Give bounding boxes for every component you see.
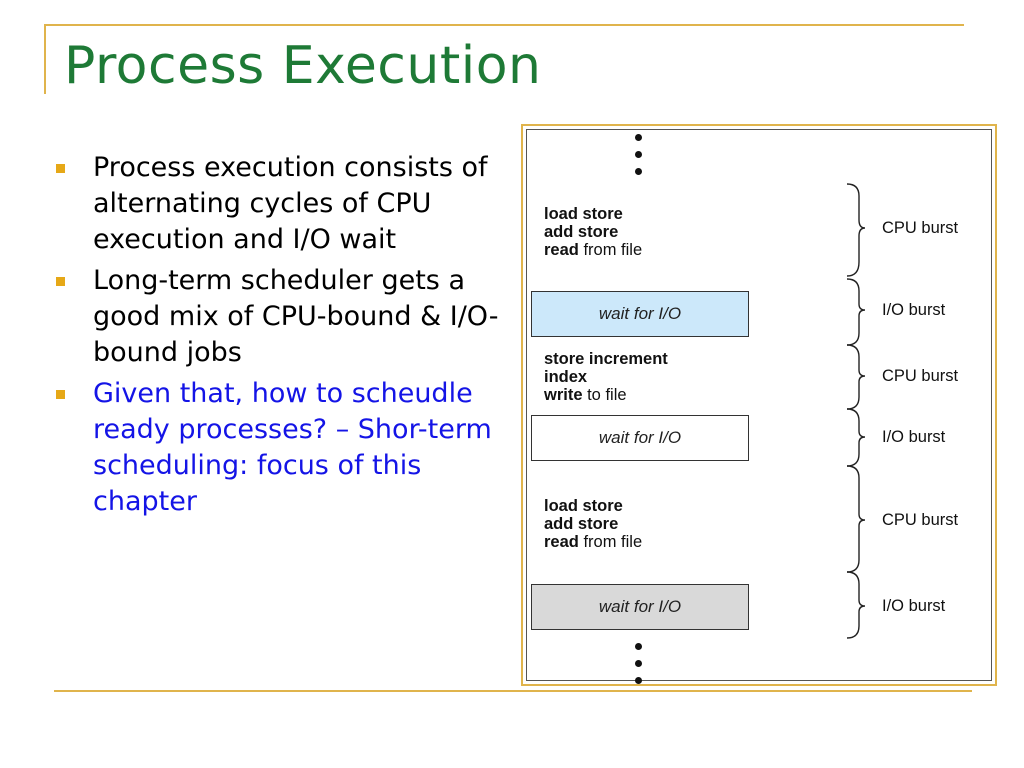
square-bullet-icon — [56, 390, 65, 399]
io-wait-box: wait for I/O — [531, 415, 749, 461]
frame-bottom-line — [54, 690, 972, 692]
io-wait-box: wait for I/O — [531, 291, 749, 337]
burst-brackets — [846, 183, 866, 639]
cpu-burst-brace — [846, 465, 866, 573]
bullet-item: Long-term scheduler gets a good mix of C… — [56, 263, 526, 371]
cpu-burst-brace — [846, 344, 866, 410]
slide-title: Process Execution — [64, 36, 542, 96]
cpu-burst-label: CPU burst — [882, 219, 959, 237]
io-wait-box: wait for I/O — [531, 584, 749, 630]
ellipsis-dot — [635, 168, 642, 175]
io-burst-brace — [846, 278, 866, 346]
cpu-burst-brace — [846, 183, 866, 277]
ellipsis-dot — [635, 151, 642, 158]
cpu-code-block: store increment index write to file — [544, 350, 668, 404]
io-burst-label: I/O burst — [882, 597, 946, 615]
bullet-list: Process execution consists of alternatin… — [56, 150, 526, 525]
io-burst-brace — [846, 571, 866, 639]
io-burst-label: I/O burst — [882, 428, 946, 446]
bullet-item: Process execution consists of alternatin… — [56, 150, 526, 258]
bullet-item: Given that, how to scheudle ready proces… — [56, 376, 526, 520]
ellipsis-dot — [635, 677, 642, 684]
burst-diagram: load store add store read from file wait… — [521, 124, 997, 686]
cpu-code-block: load store add store read from file — [544, 205, 643, 259]
diagram-inner-border: load store add store read from file wait… — [526, 129, 992, 684]
bullet-text: Given that, how to scheudle ready proces… — [93, 378, 492, 517]
bullet-text: Long-term scheduler gets a good mix of C… — [93, 265, 499, 368]
cpu-burst-label: CPU burst — [882, 367, 959, 385]
io-burst-brace — [846, 408, 866, 467]
square-bullet-icon — [56, 164, 65, 173]
ellipsis-dot — [635, 134, 642, 141]
io-burst-label: I/O burst — [882, 301, 946, 319]
cpu-burst-label: CPU burst — [882, 511, 959, 529]
frame-top-line — [44, 24, 964, 26]
ellipsis-dot — [635, 660, 642, 667]
square-bullet-icon — [56, 277, 65, 286]
ellipsis-dot — [635, 643, 642, 650]
cpu-code-block: load store add store read from file — [544, 497, 643, 551]
frame-left-line — [44, 24, 46, 94]
bullet-text: Process execution consists of alternatin… — [93, 152, 488, 255]
